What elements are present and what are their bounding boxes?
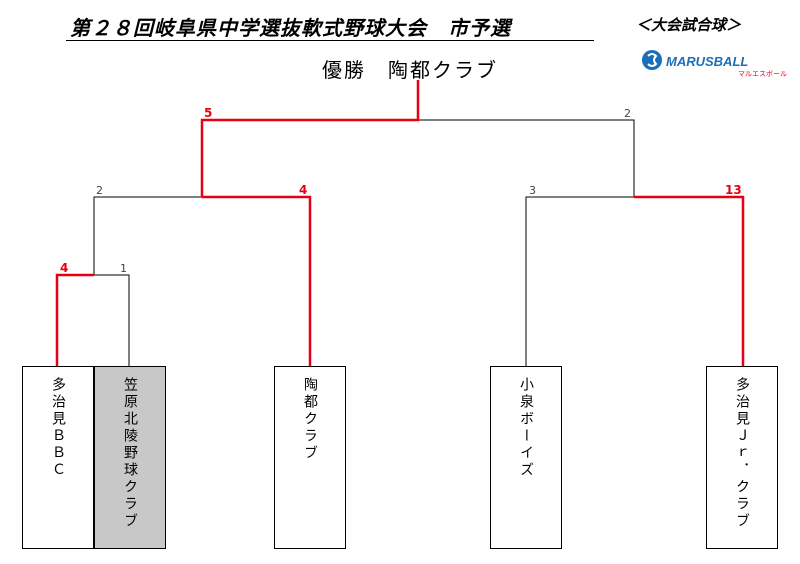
- line-sf2-winner: [634, 195, 745, 366]
- line-sf1-loser: [93, 196, 202, 275]
- score-r1-left: 4: [60, 261, 68, 275]
- team-name-4: 小泉ボーイズ: [518, 377, 534, 479]
- team-name-5: 多治見Ｊｒ．クラブ: [734, 377, 750, 530]
- line-final-winner: [200, 80, 420, 197]
- ball-seam-icon: [647, 53, 658, 67]
- team-name-1: 多治見ＢＢＣ: [50, 377, 66, 479]
- score-final-right: 2: [624, 107, 631, 120]
- line-sf1-winner: [202, 195, 312, 366]
- title-underline: [66, 40, 594, 41]
- team-name-3: 陶都クラブ: [302, 377, 318, 462]
- team-name-2: 笠原北陵野球クラブ: [122, 377, 138, 530]
- team-box-1: 多治見ＢＢＣ: [22, 366, 94, 549]
- line-r1-winner: [55, 273, 94, 366]
- winner-paths: [55, 80, 745, 366]
- score-final-left: 5: [204, 106, 212, 120]
- line-sf2-loser: [525, 196, 634, 366]
- maru-s-ball-logo: MARUSBALL マルエスボール: [642, 50, 787, 78]
- team-box-4: 小泉ボーイズ: [490, 366, 562, 549]
- team-box-5: 多治見Ｊｒ．クラブ: [706, 366, 778, 549]
- team-box-3: 陶都クラブ: [274, 366, 346, 549]
- score-sf1-left: 2: [96, 184, 103, 197]
- score-sf1-right: 4: [299, 183, 307, 197]
- line-r1-loser: [94, 274, 130, 366]
- logo-text: MARUSBALL: [666, 54, 748, 69]
- official-ball-label: ＜大会試合球＞: [636, 16, 742, 34]
- tournament-title: 第２８回岐阜県中学選抜軟式野球大会 市予選: [70, 16, 511, 40]
- score-r1-right: 1: [120, 262, 127, 275]
- line-final-loser: [418, 119, 635, 197]
- ball-icon: [642, 50, 662, 70]
- score-sf2-right: 13: [725, 183, 742, 197]
- champion-team: 陶都クラブ: [388, 58, 498, 82]
- champion-line: 優勝陶都クラブ: [322, 54, 498, 83]
- champion-label: 優勝: [322, 58, 366, 82]
- score-sf2-left: 3: [529, 184, 536, 197]
- logo-subtext: マルエスボール: [738, 70, 787, 78]
- team-box-2: 笠原北陵野球クラブ: [94, 366, 166, 549]
- loser-paths: [93, 119, 635, 366]
